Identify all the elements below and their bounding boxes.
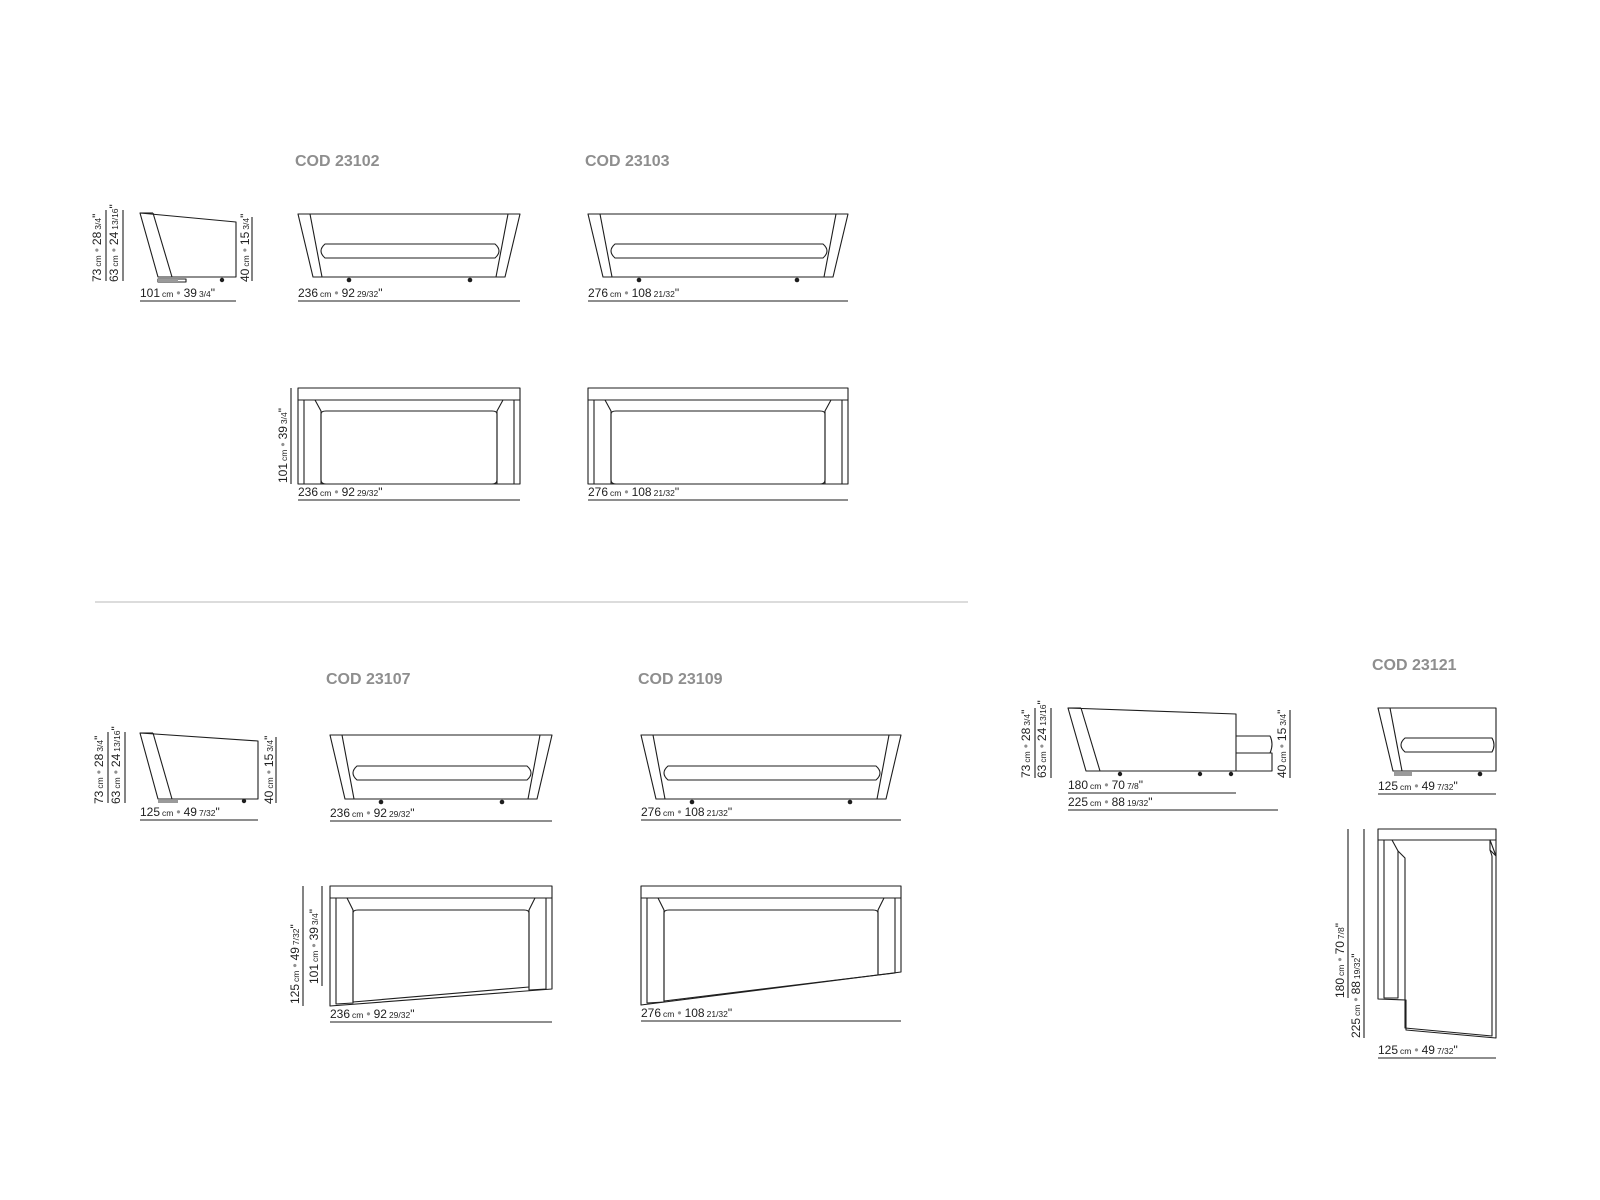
svg-text:63cm•2413/16": 63cm•2413/16" xyxy=(109,726,123,804)
top-view-23121 xyxy=(1377,828,1497,1039)
svg-text:63cm•2413/16": 63cm•2413/16" xyxy=(107,204,121,282)
svg-text:180cm•707/8": 180cm•707/8" xyxy=(1333,923,1347,998)
svg-text:40cm•153/4": 40cm•153/4" xyxy=(1275,710,1289,778)
dim-depth-125-top-b: 125cm•497/32" xyxy=(288,886,304,1006)
side-view-daybed xyxy=(1067,707,1273,777)
dim-height-63-c: 63cm•2413/16" xyxy=(1035,700,1052,778)
code-label-23102: COD 23102 xyxy=(295,153,380,170)
front-view-23103 xyxy=(587,213,849,283)
front-view-23109 xyxy=(640,734,902,805)
svg-text:101cm•393/4": 101cm•393/4" xyxy=(140,286,215,300)
svg-text:101cm•393/4": 101cm•393/4" xyxy=(276,408,290,483)
top-view-23103 xyxy=(587,387,849,485)
dim-height-63-a: 63cm•2413/16" xyxy=(107,204,124,282)
side-view-101 xyxy=(139,212,237,283)
code-label-23103: COD 23103 xyxy=(585,153,670,170)
front-view-23107 xyxy=(329,734,553,805)
front-view-23121 xyxy=(1377,707,1497,777)
svg-text:180cm•707/8": 180cm•707/8" xyxy=(1068,778,1143,792)
svg-text:125cm•497/32": 125cm•497/32" xyxy=(1378,779,1458,793)
front-view-23102 xyxy=(297,213,521,283)
svg-text:125cm•497/32": 125cm•497/32" xyxy=(288,924,302,1004)
svg-text:125cm•497/32": 125cm•497/32" xyxy=(140,805,220,819)
dim-height-73-a: 73cm•283/4" xyxy=(90,210,107,282)
dim-height-73-b: 73cm•283/4" xyxy=(92,732,109,804)
svg-text:225cm•8819/32": 225cm•8819/32" xyxy=(1349,954,1363,1038)
top-view-23107 xyxy=(329,885,553,1007)
dim-depth-101-top-a: 101cm•393/4" xyxy=(276,388,292,484)
code-label-23109: COD 23109 xyxy=(638,671,723,688)
svg-text:73cm•283/4": 73cm•283/4" xyxy=(90,214,104,282)
side-view-125 xyxy=(139,732,259,804)
top-view-23102 xyxy=(297,387,521,485)
dim-height-63-b: 63cm•2413/16" xyxy=(109,726,126,804)
code-label-23121: COD 23121 xyxy=(1372,657,1457,674)
svg-text:40cm•153/4": 40cm•153/4" xyxy=(238,214,252,282)
dim-height-40-a: 40cm•153/4" xyxy=(238,214,253,282)
svg-text:73cm•283/4": 73cm•283/4" xyxy=(92,736,106,804)
svg-text:73cm•283/4": 73cm•283/4" xyxy=(1019,710,1033,778)
dim-depth-225-top-c: 225cm•8819/32" xyxy=(1349,829,1365,1038)
svg-text:40cm•153/4": 40cm•153/4" xyxy=(262,736,276,804)
dim-height-73-c: 73cm•283/4" xyxy=(1019,708,1036,778)
svg-text:125cm•497/32": 125cm•497/32" xyxy=(1378,1043,1458,1057)
dim-depth-180-top-c: 180cm•707/8" xyxy=(1333,829,1349,998)
dim-height-40-b: 40cm•153/4" xyxy=(262,736,277,804)
dim-depth-101-top-b: 101cm•393/4" xyxy=(307,886,323,986)
top-view-23109 xyxy=(640,885,902,1006)
code-label-23107: COD 23107 xyxy=(326,671,411,688)
dim-height-40-c: 40cm•153/4" xyxy=(1275,710,1291,778)
svg-text:63cm•2413/16": 63cm•2413/16" xyxy=(1035,700,1049,778)
svg-text:101cm•393/4": 101cm•393/4" xyxy=(307,909,321,984)
svg-text:225cm•8819/32": 225cm•8819/32" xyxy=(1068,795,1152,809)
